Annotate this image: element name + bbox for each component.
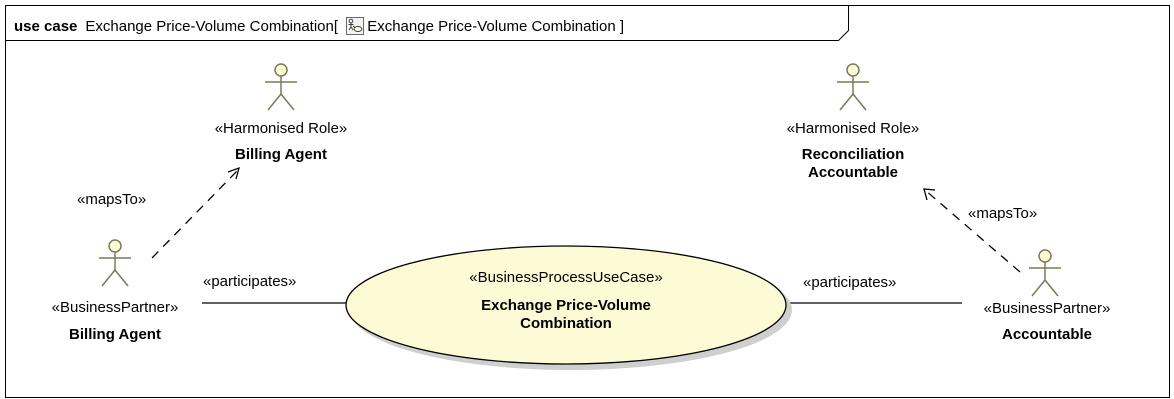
maps-to-left-line[interactable]: [151, 169, 239, 259]
accountable-partner-stereotype: «BusinessPartner»: [983, 300, 1111, 317]
billing-agent-role-stereotype: «Harmonised Role»: [214, 120, 348, 137]
frame-bracket-close: ]: [619, 18, 625, 35]
frame-keyword: use case: [14, 18, 78, 35]
frame-bracket-open: [: [333, 18, 339, 35]
use-case-ellipse[interactable]: [345, 245, 787, 365]
use-case-stereotype: «BusinessProcessUseCase»: [469, 269, 663, 286]
actor-accountable-partner-icon[interactable]: [1029, 249, 1061, 297]
maps-to-left-arrowhead: [227, 166, 240, 180]
actor-billing-agent-partner-icon[interactable]: [99, 239, 131, 287]
billing-agent-role-name[interactable]: Billing Agent: [235, 146, 327, 163]
actor-billing-agent-role-icon[interactable]: [265, 63, 297, 111]
maps-to-right-line[interactable]: [924, 189, 1021, 273]
frame-link-label[interactable]: Exchange Price-Volume Combination: [367, 18, 616, 35]
frame-border: [5, 5, 1170, 398]
maps-to-left-label: «mapsTo»: [77, 191, 147, 208]
billing-agent-partner-stereotype: «BusinessPartner»: [51, 299, 179, 316]
maps-to-right-label: «mapsTo»: [968, 205, 1038, 222]
frame-header: use case Exchange Price-Volume Combinatio…: [14, 17, 624, 36]
participates-left-label: «participates»: [203, 273, 297, 290]
use-case-diagram-icon[interactable]: [346, 17, 365, 35]
reconciliation-role-stereotype: «Harmonised Role»: [786, 120, 920, 137]
actor-reconciliation-role-icon[interactable]: [837, 63, 869, 111]
frame-name-tab: [5, 5, 849, 41]
reconciliation-role-name[interactable]: Reconciliation Accountable: [801, 146, 905, 181]
accountable-partner-name[interactable]: Accountable: [1001, 326, 1093, 343]
use-case-name[interactable]: Exchange Price-Volume Combination: [481, 297, 651, 332]
maps-to-right-arrowhead: [923, 188, 936, 201]
participates-right-label: «participates»: [803, 274, 897, 291]
billing-agent-partner-name[interactable]: Billing Agent: [69, 326, 161, 343]
frame-diagram-name: Exchange Price-Volume Combination: [85, 18, 334, 35]
